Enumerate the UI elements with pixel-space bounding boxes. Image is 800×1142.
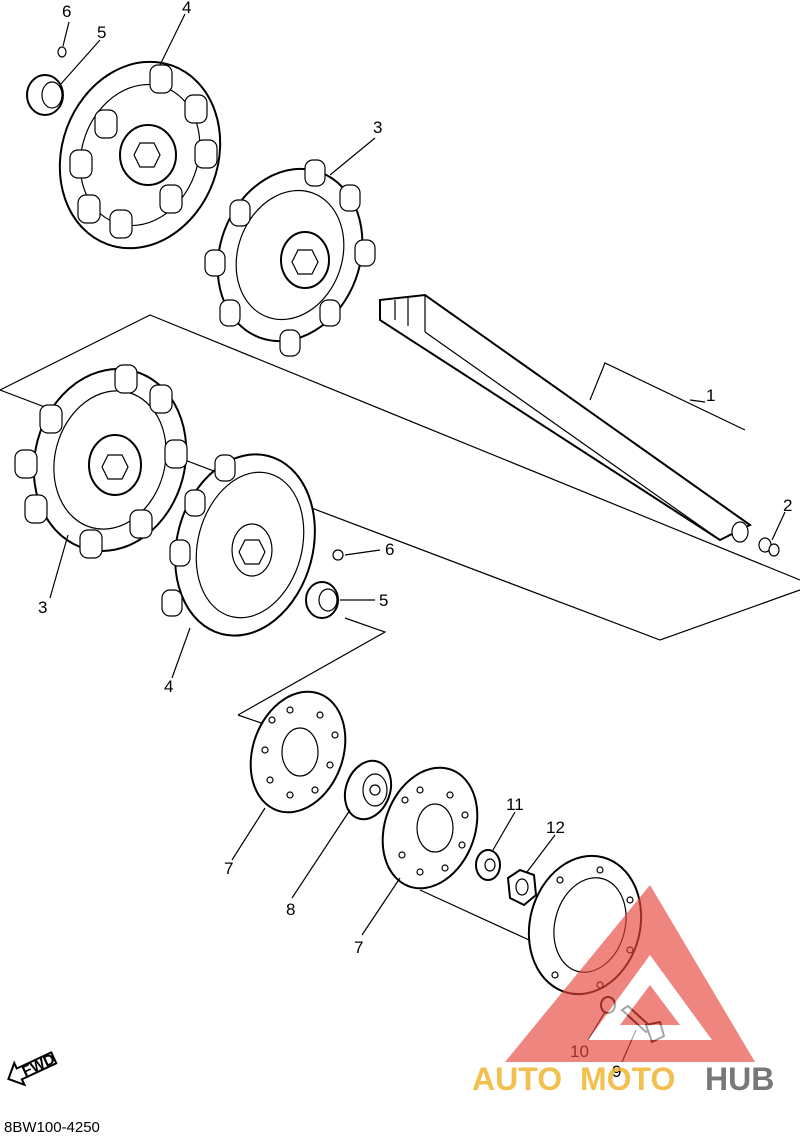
callout-1: 1 <box>706 386 715 405</box>
callout-11: 11 <box>506 795 524 814</box>
callout-6-mid: 6 <box>385 540 394 559</box>
callout-3-top: 3 <box>373 118 382 137</box>
callout-5-top: 5 <box>97 23 106 42</box>
drive-shaft <box>379 293 752 543</box>
callout-9: 9 <box>612 1062 621 1081</box>
callout-2: 2 <box>783 496 792 515</box>
nut <box>506 868 538 907</box>
watermark-moto: MOTO <box>580 1061 675 1097</box>
collar-top <box>26 74 64 116</box>
callout-7-right: 7 <box>354 938 363 957</box>
large-wheel-mid <box>161 453 316 637</box>
set-screw-top <box>57 46 67 58</box>
reference-code: 8BW100-4250 <box>4 1119 100 1136</box>
bearing-plate-right <box>381 766 479 890</box>
automotohub-watermark <box>505 885 755 1062</box>
sprocket-top <box>204 159 376 357</box>
callout-4-top: 4 <box>182 0 191 17</box>
large-sprocket-top <box>58 60 222 250</box>
callout-leaders <box>49 13 786 1063</box>
set-screw-mid <box>332 549 344 561</box>
callout-8: 8 <box>286 900 295 919</box>
fwd-arrow: FWD <box>7 1050 58 1087</box>
callout-7-left: 7 <box>224 859 233 878</box>
watermark-auto: AUTO <box>472 1061 562 1097</box>
collar-mid <box>305 581 339 619</box>
watermark-text: AUTO MOTO HUB <box>472 1061 774 1097</box>
callout-4-mid: 4 <box>164 677 173 696</box>
callout-3-left: 3 <box>38 598 47 617</box>
washer <box>475 849 501 881</box>
watermark-hub: HUB <box>705 1061 774 1097</box>
shaft-bolt <box>758 537 780 557</box>
callout-5-mid: 5 <box>379 591 388 610</box>
sprocket-left <box>14 364 188 559</box>
bearing-plate-left <box>249 690 347 814</box>
callout-6-top: 6 <box>62 2 71 21</box>
bearing <box>343 759 393 821</box>
fwd-label: FWD <box>20 1050 58 1080</box>
callout-12: 12 <box>546 818 565 837</box>
